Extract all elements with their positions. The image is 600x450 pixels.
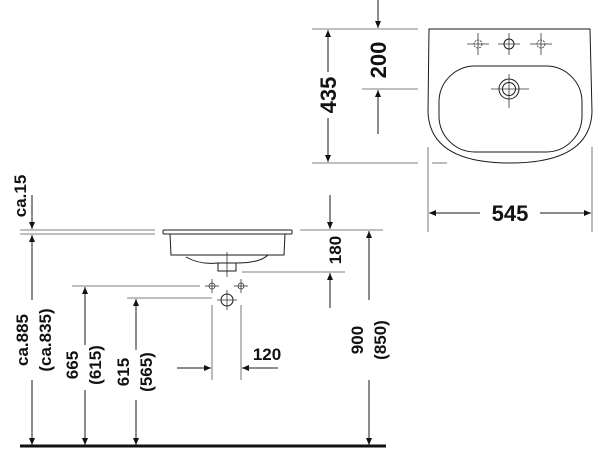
waste-height-dimension: 615 <box>114 358 133 386</box>
countertop-height-dimension: ca.885 <box>13 314 32 366</box>
supply-height-alt-dimension: (615) <box>86 345 105 385</box>
rim-height-alt-dimension: (850) <box>371 320 390 360</box>
side-view: ca.15 ca.885 (ca.835) 665 (615) 615 (565 <box>11 175 390 448</box>
supply-spacing-dimension: 120 <box>253 345 281 364</box>
basin-depth-dimension: 180 <box>326 236 345 264</box>
basin-outline <box>427 28 593 164</box>
tap-hole-left-icon <box>467 33 489 55</box>
basin-section <box>162 229 293 277</box>
waste-height-alt-dimension: (565) <box>137 352 156 392</box>
basin-bowl <box>438 65 583 153</box>
rim-thickness-dimension: ca.15 <box>11 175 30 218</box>
tap-to-drain-dimension: 200 <box>366 42 391 79</box>
rim-height-dimension: 900 <box>348 326 367 354</box>
drain-icon <box>491 74 529 108</box>
countertop-height-alt-dimension: (ca.835) <box>36 308 55 371</box>
supply-height-dimension: 665 <box>63 351 82 379</box>
width-dimension: 545 <box>492 201 529 226</box>
plan-view: 435 200 545 <box>312 0 593 232</box>
supply-valve-left-icon <box>205 279 219 293</box>
tap-hole-center-icon <box>498 33 520 55</box>
supply-valve-right-icon <box>234 279 248 293</box>
tap-hole-right-icon <box>530 33 552 55</box>
waste-outlet-icon <box>217 290 237 310</box>
depth-dimension: 435 <box>316 77 341 114</box>
